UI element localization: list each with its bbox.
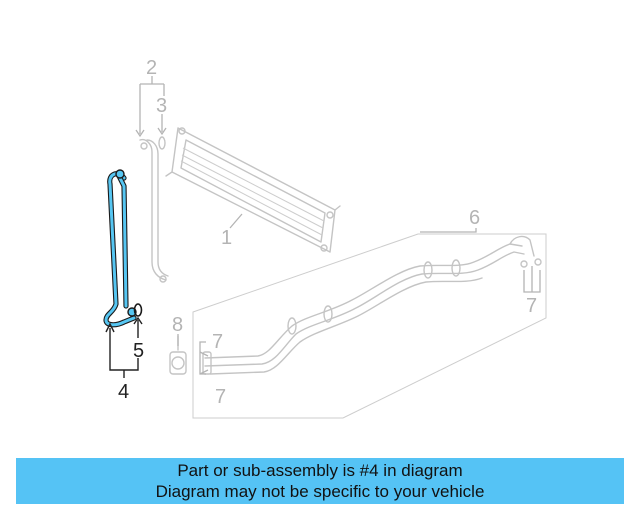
cooler-lines-assembly (192, 233, 547, 419)
banner-line-part: Part or sub-assembly is #4 in diagram (177, 461, 463, 480)
banner-line-disclaimer: Diagram may not be specific to your vehi… (155, 482, 485, 501)
oil-cooler (165, 127, 341, 253)
seal-o-ring (133, 303, 143, 317)
callout-7-lower-left: 7 (215, 386, 226, 408)
callout-7-right: 7 (526, 295, 537, 317)
callout-7-upper-left: 7 (212, 331, 223, 353)
callout-8: 8 (172, 314, 183, 336)
callout-5: 5 (133, 340, 144, 362)
leader-lines (105, 76, 541, 378)
cooler-line-upper (139, 138, 169, 283)
callout-6: 6 (469, 207, 480, 229)
callout-4: 4 (118, 381, 129, 403)
cooler-line-highlighted (103, 169, 137, 328)
callout-3: 3 (156, 95, 167, 117)
seal-ring (158, 136, 166, 150)
callout-1: 1 (221, 227, 232, 249)
callout-2: 2 (146, 57, 157, 79)
parts-diagram: 1 2 3 4 5 6 7 7 7 8 (103, 57, 547, 419)
info-banner: Part or sub-assembly is #4 in diagram Di… (16, 458, 624, 504)
